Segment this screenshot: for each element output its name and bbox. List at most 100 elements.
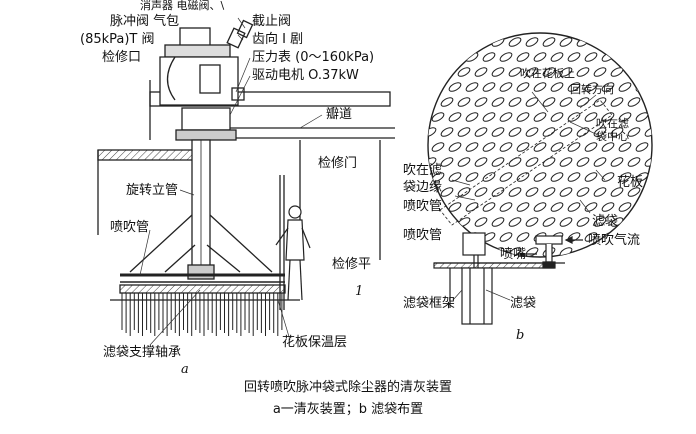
label-rotation-dir: 回转方向 xyxy=(570,83,614,96)
bag-hole xyxy=(491,127,505,137)
bag-hole xyxy=(440,97,454,107)
bag-hole xyxy=(482,52,496,62)
label-t-valve: (85kPa)T 阀 xyxy=(80,32,155,47)
label-inspection-platform: 检修平 xyxy=(332,257,372,272)
bag-hole xyxy=(457,157,471,167)
bag-hole xyxy=(491,157,505,167)
bag-hole xyxy=(542,187,556,197)
label-tubesheet-insulation: 花板保温层 xyxy=(282,335,348,350)
bag-hole xyxy=(576,157,590,167)
bag-hole xyxy=(550,112,564,122)
bag-hole xyxy=(516,112,530,122)
label-nozzle: 喷嘴 xyxy=(500,247,527,262)
bag-hole xyxy=(576,187,590,197)
nozzle-detail xyxy=(433,232,583,325)
bag-hole xyxy=(525,157,539,167)
panel-a-drawing xyxy=(97,19,395,310)
bag-hole xyxy=(559,187,573,197)
label-inspection-door: 检修门 xyxy=(318,156,358,171)
bag-hole xyxy=(440,187,454,197)
bag-hole xyxy=(465,142,479,152)
worker-figure xyxy=(275,205,311,301)
bag-hole xyxy=(567,172,581,182)
bag-hole xyxy=(610,37,624,47)
bag-hole xyxy=(550,202,564,212)
bag-hole xyxy=(516,202,530,212)
bag-hole xyxy=(428,37,437,47)
label-rotary-pipe: 旋转立管 xyxy=(126,183,179,198)
bag-hole xyxy=(593,187,607,197)
label-flue: 瓣道 xyxy=(326,107,353,122)
bag-hole xyxy=(525,217,539,227)
bag-hole xyxy=(550,82,564,92)
label-bag-bearing: 滤袋支撑轴承 xyxy=(103,345,182,360)
bag-hole xyxy=(593,97,607,107)
bag-hole xyxy=(627,127,641,137)
bag-hole xyxy=(550,142,564,152)
bag-hole xyxy=(440,247,454,257)
bag-hole xyxy=(448,52,462,62)
bag-hole xyxy=(533,52,547,62)
bag-hole xyxy=(516,232,530,242)
bag-hole xyxy=(457,187,471,197)
bag-hole xyxy=(644,217,652,227)
label-marker-1: 1 xyxy=(355,284,364,299)
bag-hole xyxy=(516,52,530,62)
bag-hole xyxy=(440,217,454,227)
bag-hole xyxy=(525,37,539,47)
label-bag-frame: 滤袋框架 xyxy=(403,296,456,311)
bag-hole xyxy=(610,217,624,227)
bag-hole xyxy=(508,67,522,77)
panel-b-leaders xyxy=(451,91,606,214)
bag-hole xyxy=(652,201,666,213)
bag-hole xyxy=(491,97,505,107)
bag-hole xyxy=(491,187,505,197)
bag-hole xyxy=(576,217,590,227)
bag-hole xyxy=(601,142,615,152)
bag-hole xyxy=(499,112,513,122)
bag-hole xyxy=(618,202,632,212)
bag-hole xyxy=(448,142,462,152)
bag-hole xyxy=(601,202,615,212)
label-filter-bag-b2: 滤袋 xyxy=(510,296,537,311)
bag-hole xyxy=(584,202,598,212)
figure-caption-sub: a一清灰装置；b 滤袋布置 xyxy=(272,402,424,417)
bag-hole xyxy=(542,97,556,107)
label-blow-airflow: 喷吹气流 xyxy=(588,233,641,248)
label-tubesheet: 花板 xyxy=(617,175,644,190)
bag-hole xyxy=(627,187,641,197)
bag-hole xyxy=(482,112,496,122)
label-inspection-port: 检修口 xyxy=(102,50,142,65)
panel-a-leaders xyxy=(139,17,323,346)
bag-hole xyxy=(508,187,522,197)
bag-hole xyxy=(644,187,652,197)
label-stop-valve: 截止阀 xyxy=(252,14,292,29)
bag-hole xyxy=(474,217,488,227)
bag-hole xyxy=(584,112,598,122)
bag-hole xyxy=(542,127,556,137)
bag-hole xyxy=(559,217,573,227)
bag-hole xyxy=(508,97,522,107)
bag-hole xyxy=(618,52,632,62)
bag-hole xyxy=(559,37,573,47)
bag-hole xyxy=(428,217,437,227)
bag-hole xyxy=(593,127,607,137)
bag-hole xyxy=(525,127,539,137)
bag-hole xyxy=(652,51,666,63)
bag-hole xyxy=(482,142,496,152)
bag-hole xyxy=(652,171,666,183)
bag-hole xyxy=(491,67,505,77)
bag-hole xyxy=(542,37,556,47)
bag-hole xyxy=(576,127,590,137)
label-top-cut: 消声器 电磁阀、\ xyxy=(140,0,225,12)
bag-hole xyxy=(618,172,632,182)
bag-hole xyxy=(533,202,547,212)
label-pressure-gauge: 压力表 (0～160kPa) xyxy=(252,50,375,65)
label-gear: 齿向 I 剧 xyxy=(252,32,304,47)
bag-hole xyxy=(533,172,547,182)
bag-hole xyxy=(635,142,649,152)
bag-hole xyxy=(440,157,454,167)
bag-hole xyxy=(593,37,607,47)
bag-hole xyxy=(491,217,505,227)
bag-hole xyxy=(601,82,615,92)
